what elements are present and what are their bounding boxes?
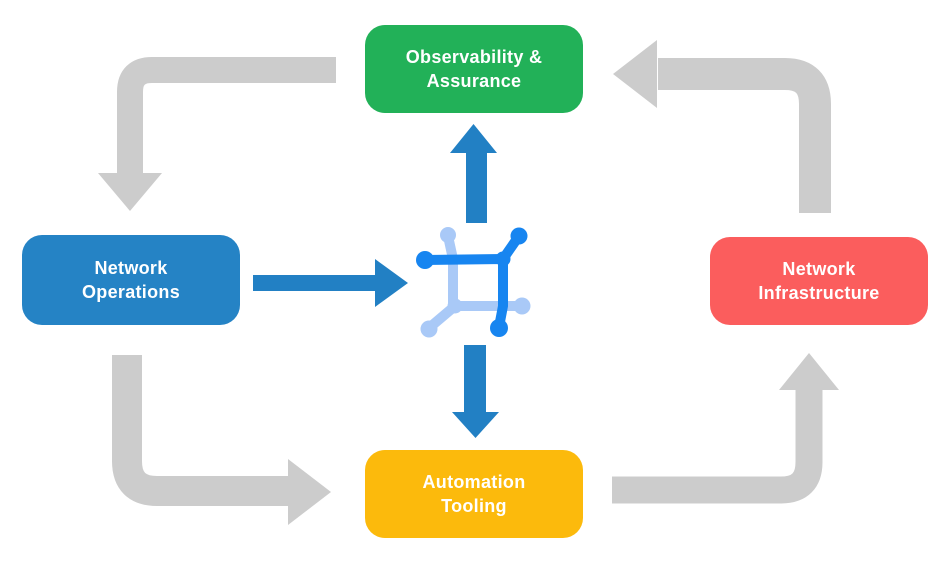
node-label: Observability & Assurance xyxy=(405,46,543,91)
node-label: Automation Tooling xyxy=(422,471,526,516)
node-automation-tooling: Automation Tooling xyxy=(365,450,583,538)
flow-arrow-icon-to-observability xyxy=(450,124,497,223)
network-nodes-icon xyxy=(416,227,531,338)
cycle-arrow-automation-to-infrastructure xyxy=(612,353,839,504)
cycle-arrow-infrastructure-to-observability xyxy=(613,40,831,213)
cycle-arrow-operations-to-automation xyxy=(112,355,331,525)
node-network-operations: Network Operations xyxy=(22,235,240,325)
cycle-arrow-observability-to-operations xyxy=(98,57,336,211)
flow-arrow-icon-to-automation xyxy=(452,345,499,438)
node-label: Network Operations xyxy=(81,257,181,302)
flow-arrow-operations-to-icon xyxy=(253,259,408,307)
node-observability-assurance: Observability & Assurance xyxy=(365,25,583,113)
node-network-infrastructure: Network Infrastructure xyxy=(710,237,928,325)
node-label: Network Infrastructure xyxy=(758,258,880,303)
